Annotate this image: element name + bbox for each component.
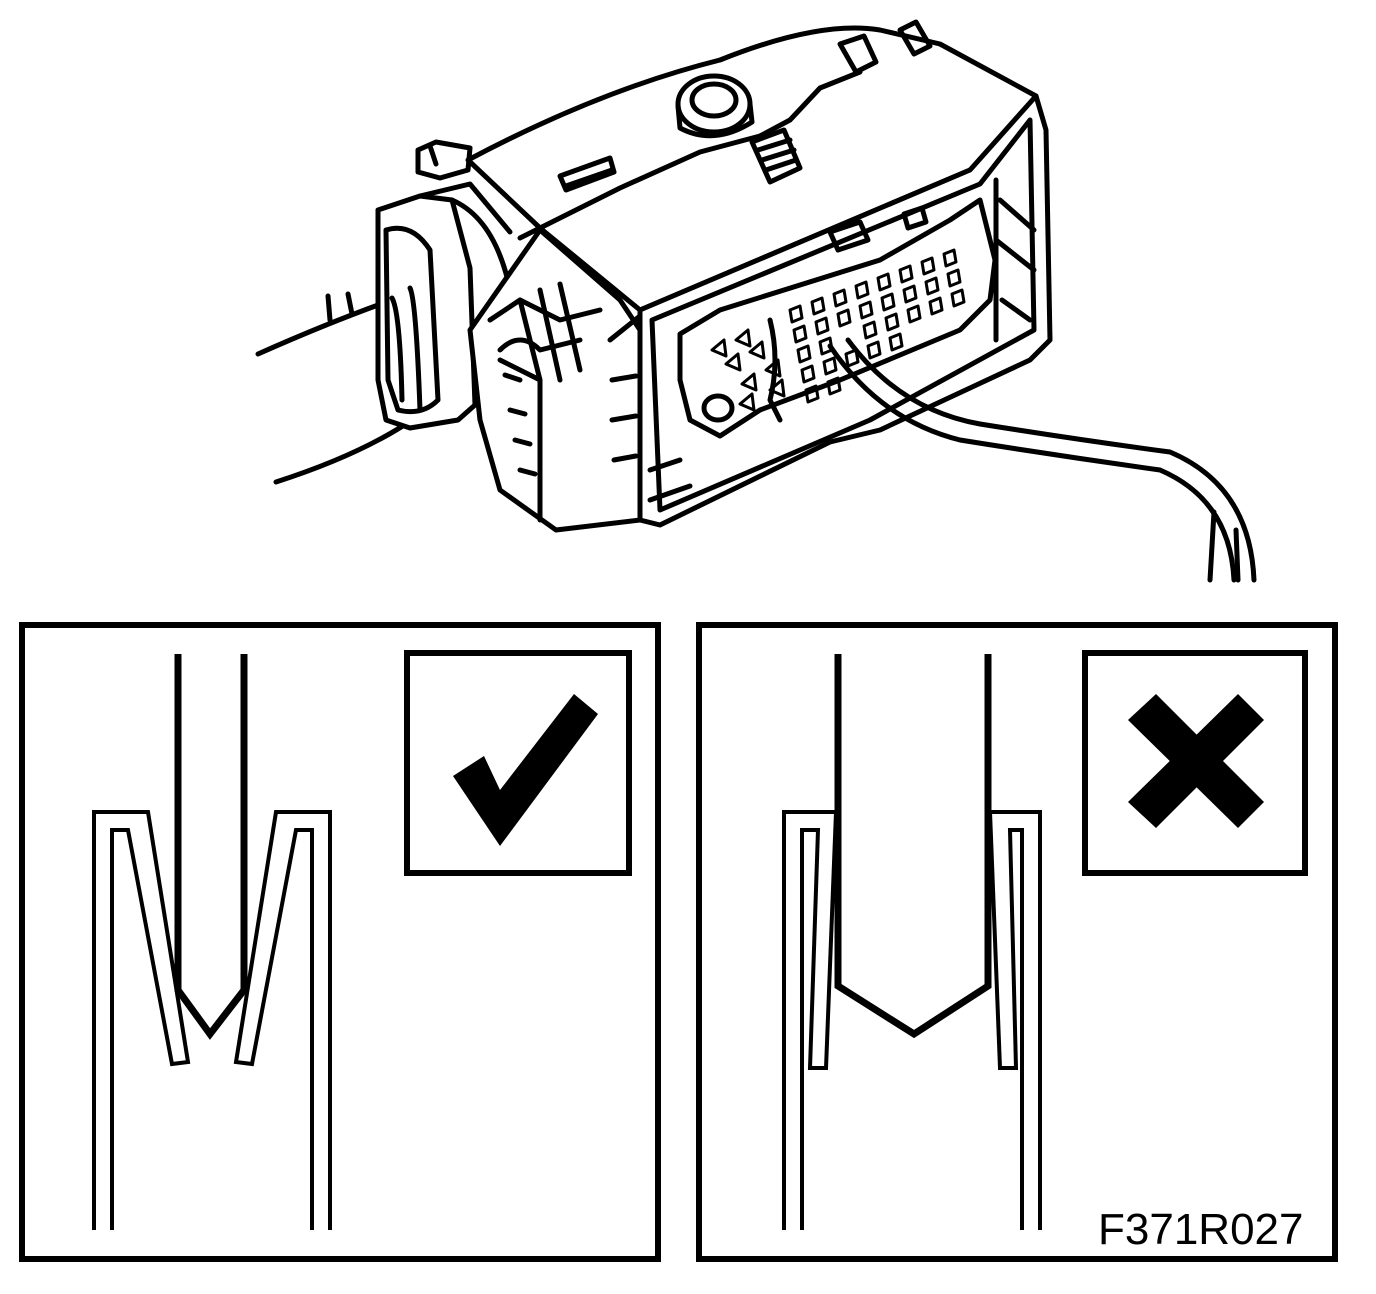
harness-cable xyxy=(255,297,395,357)
panel-correct xyxy=(19,622,661,1262)
check-mark-icon xyxy=(453,694,598,846)
incorrect-probe-tip xyxy=(834,654,992,1039)
terminal-cavities xyxy=(710,248,966,412)
connector-illustration xyxy=(255,19,1257,583)
figure-id-label: F371R027 xyxy=(1098,1205,1304,1254)
correct-probe-tip xyxy=(174,654,248,1040)
cross-mark-icon xyxy=(1128,694,1264,828)
verdict-box-correct xyxy=(404,650,632,876)
panel-incorrect xyxy=(696,622,1338,1262)
incorrect-terminal-contact xyxy=(782,810,1042,1230)
correct-terminal-contact xyxy=(92,810,332,1230)
latch-tab xyxy=(415,139,473,181)
test-probe-wire xyxy=(827,343,1237,583)
housing-top xyxy=(465,25,1043,313)
